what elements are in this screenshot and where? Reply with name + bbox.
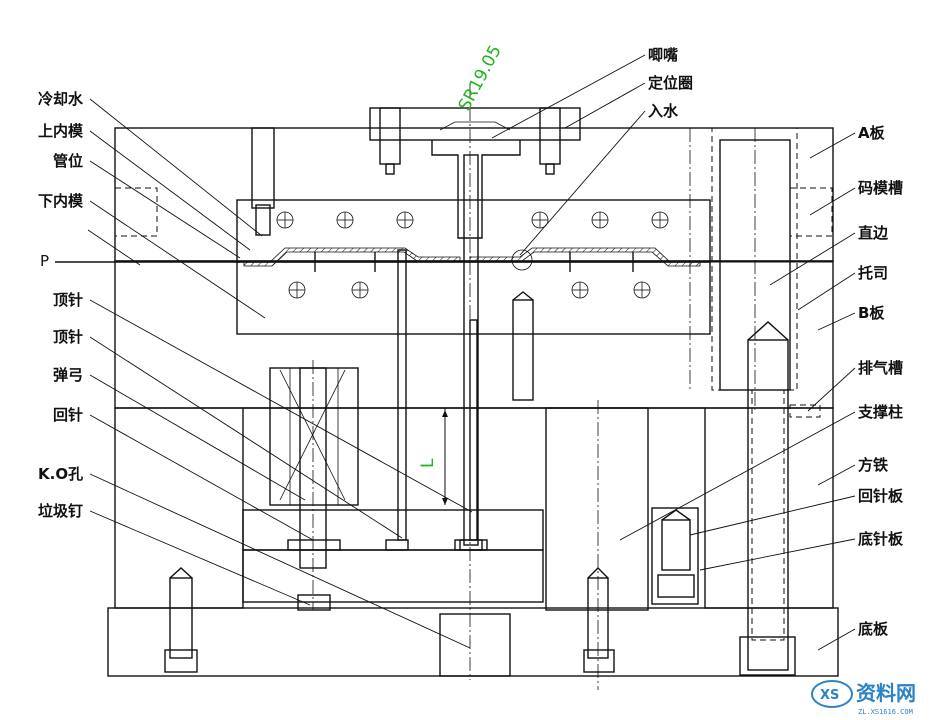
right-labels: 唧嘴 定位圈 入水 A板 码模槽 直边 托司 B板 排气槽 支撑柱 方铁 回针板…	[648, 46, 904, 638]
label-spacer-block: 方铁	[858, 456, 888, 474]
label-b-plate: B板	[858, 304, 885, 322]
label-sprue-bushing: 唧嘴	[648, 46, 678, 64]
label-upper-core: 上内模	[38, 122, 84, 140]
label-retainer-plate: 回针板	[858, 487, 904, 505]
dimension-l-label: L	[418, 458, 438, 468]
locating-ring-shape	[369, 107, 581, 141]
mold-structure	[55, 85, 839, 690]
spacer-block-right	[704, 407, 834, 609]
watermark-url: ZL.XS1616.COM	[858, 708, 913, 716]
label-ejector-pin-2: 顶针	[53, 328, 83, 346]
label-water-inlet: 入水	[648, 102, 679, 120]
label-guide-bush: 托司	[858, 264, 888, 282]
dimension-sr-label: SR19.05	[455, 42, 506, 114]
label-ko-hole: K.O孔	[38, 465, 83, 483]
watermark-logo-icon	[811, 680, 853, 708]
label-clamp-slot: 码模槽	[858, 179, 903, 197]
lower-core-shape	[236, 261, 711, 335]
label-clamp-plate: 底板	[858, 620, 889, 638]
label-lower-core: 下内模	[38, 192, 84, 210]
product-cavity	[243, 247, 701, 267]
label-a-plate: A板	[858, 124, 886, 142]
label-spring: 弹弓	[53, 366, 83, 384]
watermark-main: 资料网	[856, 681, 916, 705]
label-ejector-pin-1: 顶针	[53, 291, 83, 309]
ejector-plate-shape	[242, 549, 544, 603]
label-cooling-water: 冷却水	[38, 90, 84, 108]
label-support-pillar: 支撑柱	[857, 403, 903, 421]
left-labels: 冷却水 上内模 管位 下内模 顶针 顶针 弹弓 回针 K.O孔 垃圾钉	[38, 90, 84, 520]
watermark: XS 资料网 ZL.XS1616.COM	[811, 680, 916, 716]
parting-line-label: P	[40, 252, 49, 270]
guide-pin-shape	[711, 127, 798, 391]
label-locating-ring: 定位圈	[648, 74, 693, 92]
upper-core-shape	[236, 199, 711, 263]
screw-group	[164, 107, 695, 673]
a-plate-shape	[114, 127, 834, 262]
label-stop-pin: 垃圾钉	[38, 502, 83, 520]
label-pipe-position: 管位	[53, 152, 83, 170]
clamp-plate-shape	[107, 607, 839, 677]
label-guide-pin: 直边	[858, 224, 889, 242]
watermark-logo-text: XS	[820, 688, 839, 703]
sprue-bushing-shape	[431, 140, 521, 239]
label-vent-slot: 排气槽	[858, 359, 903, 377]
label-ejector-plate: 底针板	[858, 530, 904, 548]
support-pillar-shape	[545, 407, 649, 611]
label-return-pin: 回针	[53, 406, 83, 424]
